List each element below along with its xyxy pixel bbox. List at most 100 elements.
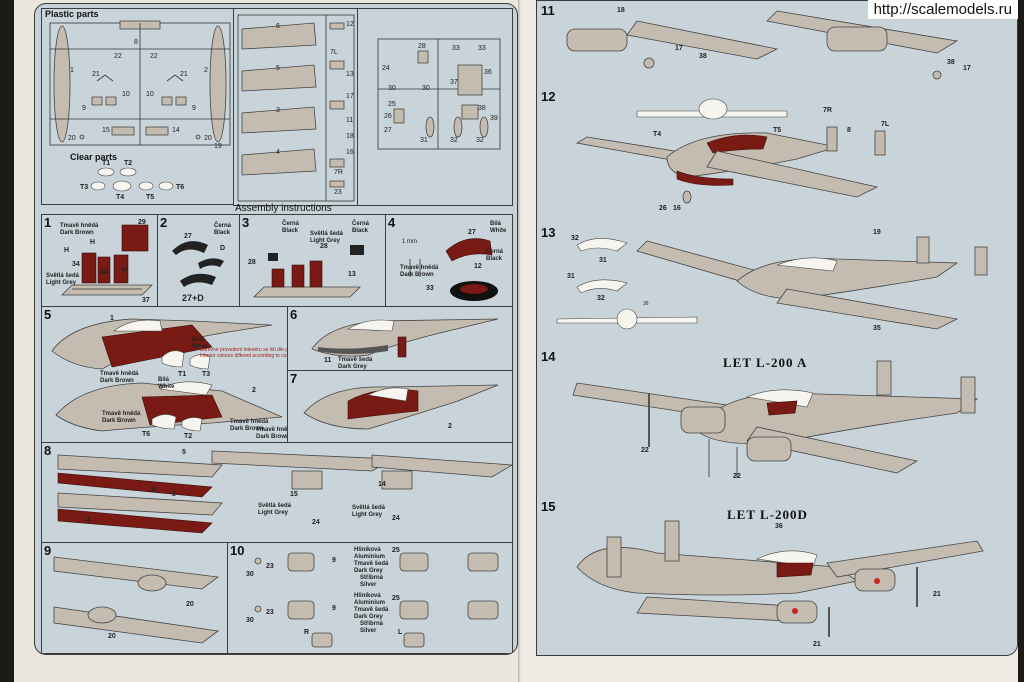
part-label: T5 <box>773 127 782 134</box>
part-label: 26 <box>659 205 667 212</box>
part-label: T2 <box>184 433 193 440</box>
part-label: 9 <box>332 557 336 564</box>
sprue-label: 12 <box>346 21 354 28</box>
sprue-label: 32 <box>450 137 458 144</box>
part-label: 38 <box>699 53 707 60</box>
part-label: 25 <box>392 547 400 554</box>
part-label: R <box>304 629 310 636</box>
step-number: 10 <box>230 543 245 558</box>
part-label: 35 <box>873 325 881 332</box>
part-label: 36 <box>643 301 649 307</box>
sprue-c-panel: 28 33 33 24 36 30 30 37 25 38 26 39 27 3… <box>357 8 513 206</box>
part-label: 24 <box>312 519 320 526</box>
part-label: 16 <box>673 205 681 212</box>
part-label: D <box>220 245 226 252</box>
sprue-label: 22 <box>150 53 158 60</box>
part-label: 13 <box>348 271 356 278</box>
variant-title: LET L-200 A <box>723 355 808 370</box>
sprue-label: 28 <box>418 43 426 50</box>
sprue-label: 36 <box>484 69 492 76</box>
part-label: 22 <box>641 447 649 454</box>
step-14-drawing <box>572 360 979 477</box>
sprue-label: 19 <box>214 143 222 150</box>
sprue-label: 11 <box>346 117 354 124</box>
step-15-panel: 15 LET L-200D 36 21 21 <box>537 497 1017 655</box>
sprue-label: 9 <box>82 105 86 112</box>
part-label: 9 <box>332 605 336 612</box>
step-12-panel: 12 7R T4 T5 8 7L 26 16 <box>537 87 1017 224</box>
sprue-label: 1 <box>70 67 74 74</box>
sprue-label: 31 <box>420 137 428 144</box>
part-label: 3 <box>172 491 176 498</box>
watermark-link[interactable]: http://scalemodels.ru <box>867 0 1018 19</box>
sprue-label: 32 <box>476 137 484 144</box>
sprue-label: 20 <box>204 135 212 142</box>
part-label: T6 <box>142 431 151 438</box>
sprue-label: 24 <box>382 65 390 72</box>
step-8-drawing <box>57 450 512 534</box>
step-4-drawing <box>409 238 498 301</box>
sprue-label: 16 <box>346 149 354 156</box>
part-label: 23 <box>266 563 274 570</box>
variant-title: LET L-200D <box>727 507 808 522</box>
part-label: 6 <box>152 487 156 494</box>
part-label: H <box>122 267 128 274</box>
part-label: 17 <box>675 45 683 52</box>
sprue-b-panel: 6 12 5 7L 3 13 17 4 11 18 16 7R 23 <box>233 8 359 206</box>
part-label: 23 <box>266 609 274 616</box>
sprue-label: 30 <box>422 85 430 92</box>
sprue-label: 4 <box>276 149 280 156</box>
sprue-label: 21 <box>180 71 188 78</box>
interior-note: Barevné provedení interiéru se liší dle … <box>200 347 288 359</box>
clear-parts-panel: Clear parts T1 T2 T3 T4 T5 T6 <box>41 152 239 205</box>
part-label: H <box>64 247 70 254</box>
part-label: 38 <box>947 59 955 66</box>
step-7-drawing <box>303 384 499 430</box>
part-label: 36 <box>775 523 783 530</box>
part-label: 34 <box>72 261 80 268</box>
sprue-label: 7R <box>334 169 343 176</box>
part-label: 28 <box>248 259 256 266</box>
dimension-label: 1 mm <box>402 239 417 245</box>
step-13-drawing <box>556 236 988 330</box>
part-label: 21 <box>933 591 941 598</box>
sprue-label: 37 <box>450 79 458 86</box>
step-2-drawing <box>172 241 224 287</box>
sprue-c-drawing <box>377 38 501 150</box>
sprue-label: 17 <box>346 93 354 100</box>
sprue-label: 5 <box>276 65 280 72</box>
sprue-label: 3 <box>276 107 280 114</box>
part-label: 15 <box>290 491 298 498</box>
step-7-panel: 7 2 <box>287 370 513 444</box>
part-label: T4 <box>653 131 662 138</box>
step-10-panel: 10 30 23 9 25 30 23 9 25 R L H <box>227 542 513 654</box>
step-number: 9 <box>44 543 52 558</box>
part-label: 12 <box>474 263 482 270</box>
sprue-label: 15 <box>102 127 110 134</box>
assembly-title: Assembly instructions <box>235 203 332 214</box>
sprue-label: 21 <box>92 71 100 78</box>
part-label: 27+D <box>182 293 204 303</box>
instruction-sheet-left: Plastic parts 1 8 <box>34 3 518 655</box>
part-label: 24 <box>392 515 400 522</box>
clear-label: T5 <box>146 194 155 201</box>
sprue-label: 20 <box>68 135 76 142</box>
